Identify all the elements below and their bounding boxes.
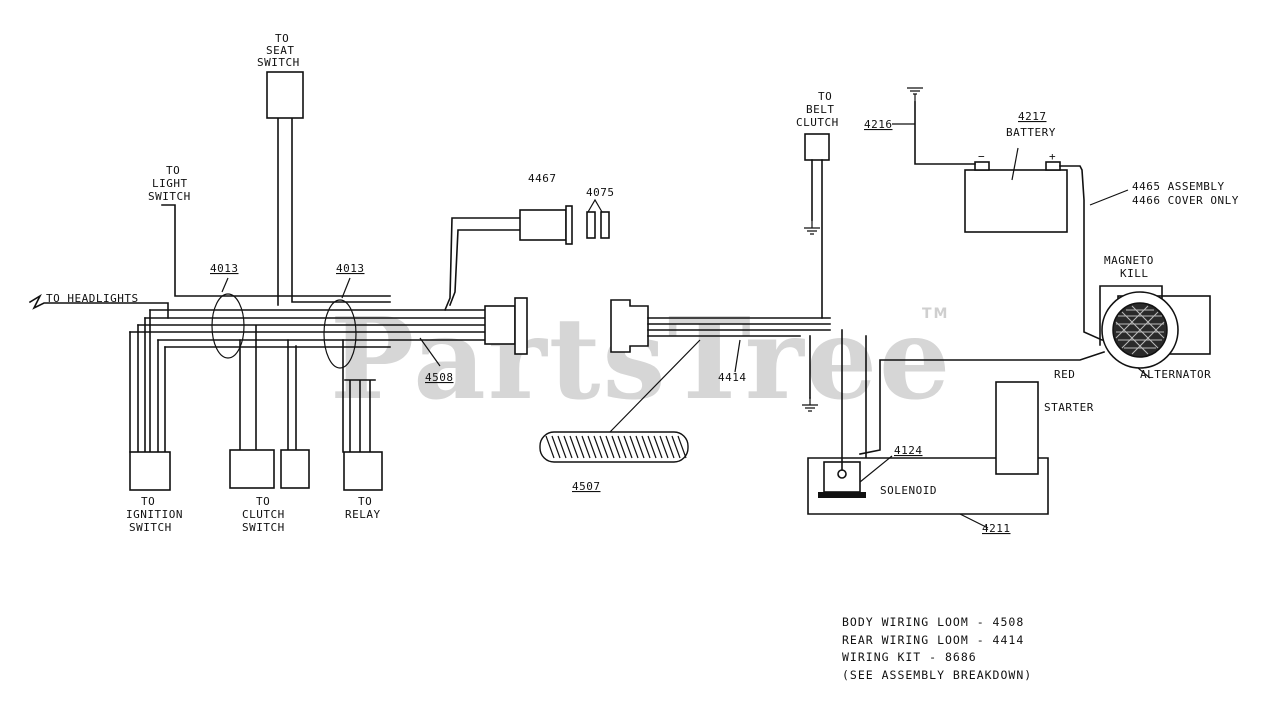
clutch-switch-connector-b: [280, 449, 310, 489]
label-light-switch-line1: TO: [166, 164, 180, 177]
label-belt-clutch-line2: BELT: [806, 103, 835, 116]
label-battery-negative: −: [978, 150, 985, 163]
label-assembly-line2: 4466 COVER ONLY: [1132, 194, 1239, 207]
clutch-switch-connector: [229, 449, 275, 489]
note-line-4: (SEE ASSEMBLY BREAKDOWN): [842, 668, 1032, 682]
label-seat-switch-line3: SWITCH: [257, 56, 300, 69]
label-battery-positive: +: [1049, 150, 1056, 163]
label-part-4507: 4507: [572, 480, 601, 493]
label-seat-switch-line2: SEAT: [266, 44, 295, 57]
leader-alternator: [1137, 367, 1151, 379]
label-magneto-kill-line2: KILL: [1120, 267, 1149, 280]
ground-symbol-battery: [907, 87, 923, 102]
belt-clutch-wires: [811, 159, 823, 319]
battery-ground-wire: [914, 101, 976, 165]
label-belt-clutch-line1: TO: [818, 90, 832, 103]
clutch-drop-wires: [239, 325, 297, 453]
leader-4013-left: [221, 277, 229, 293]
label-relay-line2: RELAY: [345, 508, 381, 521]
leader-4217: [1011, 147, 1019, 181]
rear-loom-wires: [647, 317, 831, 337]
coil-4507: [539, 339, 741, 463]
leader-4124: [859, 455, 893, 483]
note-line-3: WIRING KIT - 8686: [842, 650, 977, 664]
label-seat-switch-line1: TO: [275, 32, 289, 45]
label-part-4013-right: 4013: [336, 262, 365, 275]
label-relay-line1: TO: [358, 495, 372, 508]
label-clutch-switch-line3: SWITCH: [242, 521, 285, 534]
notes-block: BODY WIRING LOOM - 4508 REAR WIRING LOOM…: [842, 615, 1032, 682]
magneto-kill-wire: [1099, 285, 1163, 346]
belt-clutch-connector: [804, 133, 830, 161]
left-harness: [28, 117, 521, 453]
ignition-drop-wires: [129, 309, 166, 453]
branch-wire-upper: [448, 229, 521, 307]
leader-4013-right: [341, 277, 351, 299]
relay-drop-wires: [342, 339, 376, 453]
label-part-4211: 4211: [982, 522, 1011, 535]
leader-4508: [419, 337, 441, 367]
label-part-4217: 4217: [1018, 110, 1047, 123]
note-line-1: BODY WIRING LOOM - 4508: [842, 615, 1024, 629]
labels: TO SEAT SWITCH TO LIGHT SWITCH TO HEADLI…: [46, 32, 1239, 535]
engine-base-4211: [807, 329, 1049, 529]
label-light-switch-line3: SWITCH: [148, 190, 191, 203]
leader-4211: [959, 513, 989, 529]
seat-switch-connector: [266, 71, 304, 119]
label-part-4414: 4414: [718, 371, 747, 384]
label-headlights: TO HEADLIGHTS: [46, 292, 139, 305]
starter: [995, 381, 1039, 475]
battery-positive-cable: [1059, 165, 1104, 342]
plug-4467: [519, 205, 573, 245]
ignition-switch-connector: [129, 451, 171, 491]
alternator-assembly: [1099, 285, 1211, 379]
main-connector-pair: [484, 297, 831, 355]
grommet-4013-right: [323, 299, 357, 369]
grommet-4013-left: [211, 293, 245, 359]
red-wire: [859, 350, 1106, 455]
trunk-bundle-bottom: [157, 339, 486, 348]
label-part-4467: 4467: [528, 172, 557, 185]
label-belt-clutch-line3: CLUTCH: [796, 116, 839, 129]
ground-symbol-belt: [804, 220, 820, 235]
relay-connector: [343, 451, 383, 491]
seat-switch-wires: [277, 117, 391, 306]
label-solenoid: SOLENOID: [880, 484, 937, 497]
label-part-4075: 4075: [586, 186, 615, 199]
label-part-4216: 4216: [864, 118, 893, 131]
label-battery: BATTERY: [1006, 126, 1056, 139]
ground-symbol-rear: [802, 397, 818, 412]
label-part-4124: 4124: [894, 444, 923, 457]
leader-4465: [1089, 189, 1129, 206]
label-clutch-switch-line2: CLUTCH: [242, 508, 285, 521]
label-light-switch-line2: LIGHT: [152, 177, 188, 190]
headlight-wire: [28, 293, 169, 319]
label-part-4508: 4508: [425, 371, 454, 384]
watermark-trademark: TM: [922, 306, 949, 322]
light-switch-wire: [161, 204, 391, 297]
note-line-2: REAR WIRING LOOM - 4414: [842, 633, 1024, 647]
label-starter: STARTER: [1044, 401, 1094, 414]
fuses-4075: [586, 198, 610, 239]
label-ignition-switch-line3: SWITCH: [129, 521, 172, 534]
label-ignition-switch-line2: IGNITION: [126, 508, 183, 521]
label-assembly-line1: 4465 ASSEMBLY: [1132, 180, 1225, 193]
branch-wire-lower: [443, 217, 521, 312]
label-magneto-kill-line1: MAGNETO: [1104, 254, 1154, 267]
label-red: RED: [1054, 368, 1075, 381]
label-clutch-switch-line1: TO: [256, 495, 270, 508]
battery-4217: [892, 101, 1129, 342]
trunk-bundle-top: [129, 309, 486, 333]
label-alternator: ALTERNATOR: [1140, 368, 1211, 381]
label-ignition-switch-line1: TO: [141, 495, 155, 508]
label-part-4013-left: 4013: [210, 262, 239, 275]
